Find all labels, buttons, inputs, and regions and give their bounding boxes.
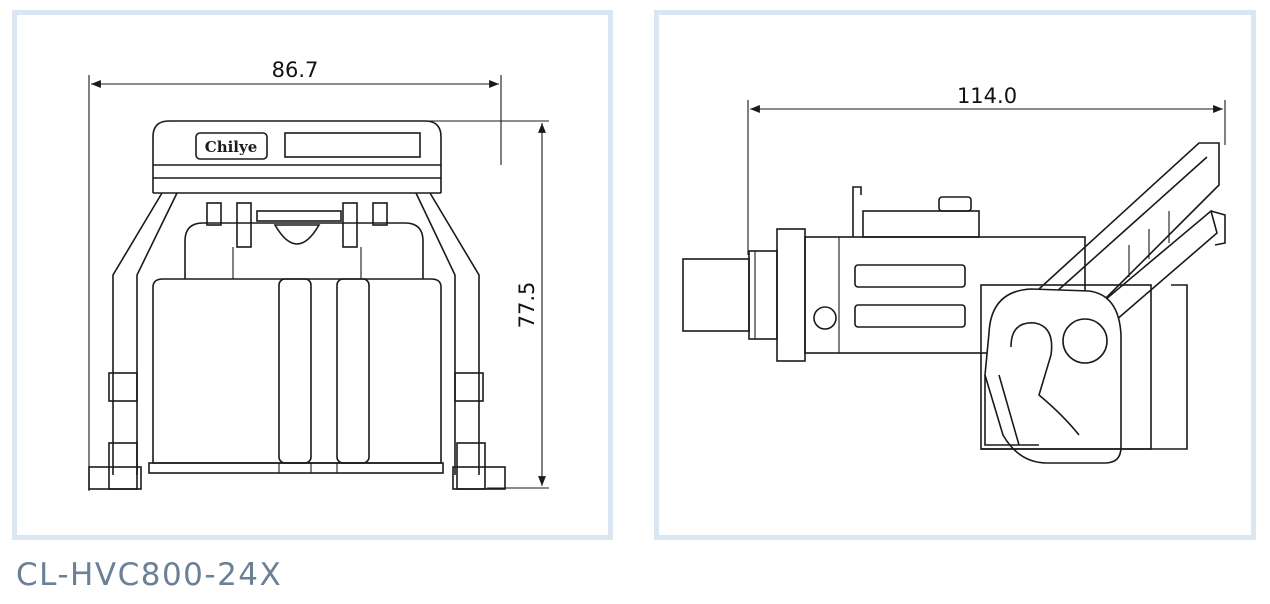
front-view-drawing: 86.7 77.5 Chilye (88, 58, 549, 491)
side-view-drawing: 114.0 (682, 84, 1226, 464)
connector-body (148, 278, 444, 474)
connector-top-cap: Chilye (152, 120, 442, 194)
cam-latch (980, 284, 1188, 464)
height-dimension-label: 77.5 (515, 282, 539, 329)
cable-gland (682, 250, 778, 340)
logo-text: Chilye (205, 138, 258, 156)
side-view-panel: 114.0 (654, 10, 1256, 540)
height-dimension: 77.5 (427, 120, 549, 489)
length-dimension: 114.0 (747, 84, 1226, 255)
width-dimension: 86.7 (88, 58, 502, 491)
model-number-caption: CL-HVC800-24X (16, 557, 283, 593)
width-dimension-label: 86.7 (272, 58, 319, 82)
length-dimension-label: 114.0 (957, 84, 1017, 108)
inner-terminals (184, 202, 424, 279)
front-view-panel: 86.7 77.5 Chilye (12, 10, 613, 540)
locking-lever (1038, 142, 1226, 322)
latch-arms (88, 192, 506, 490)
